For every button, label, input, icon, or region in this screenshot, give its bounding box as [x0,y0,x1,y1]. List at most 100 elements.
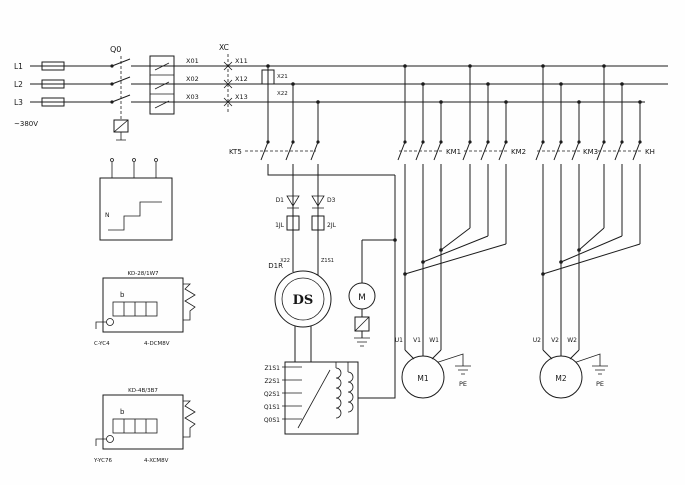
bus-lines [30,65,668,103]
power-input: L1 L2 L3 ~380V [14,61,668,128]
junction-dot [486,82,490,86]
pe2-ground-symbol [592,365,608,375]
jl1-label: 1JL [275,222,285,229]
pump-device-box [354,316,370,332]
motor-m2: U2 V2 W2 M2 PE [533,337,608,399]
m2-terminal-w2: W2 [567,337,577,344]
pe1-wire [437,353,464,366]
ds-wire-right-label: Z1S1 [321,258,334,264]
terminal-circle [132,158,136,162]
junction-dot [110,64,114,68]
kt-wires [260,84,395,275]
km3-branch: KM3 [535,64,598,360]
contact-dot [602,140,606,144]
jl2-label: 2JL [327,222,337,229]
rectifier-device-1: KD-28/1W7 b C-YC4 4-DCM8V [94,271,196,347]
motor-m2-circle [539,355,583,399]
km1-branch: KM1 [397,64,461,360]
fuse-symbol [41,79,65,89]
terminal-x11: X11 [235,57,248,65]
rectifier1-bottom-right: 4-DCM8V [144,341,170,347]
junction-dot [559,82,563,86]
m1-terminal-w1: W1 [429,337,439,344]
motor-m2-label: M2 [555,374,566,383]
voltage-label: ~380V [14,120,38,128]
kt-contactor: KT5 [229,82,395,275]
ds-wire-left-label: X22 [280,258,290,264]
km3-label: KM3 [583,148,598,156]
contact-dot [316,140,320,144]
pe1-label: PE [459,380,467,388]
connector-cross-marks [223,61,233,107]
terminal-x12: X12 [235,75,248,83]
tap-label-3: Q2S1 [264,391,280,398]
contact-dot [577,140,581,144]
contact-dot [486,140,490,144]
pump-motor: M [348,238,397,347]
fuse-symbol [41,61,65,71]
rectifier2-box [102,394,184,450]
rectifier1-title: KD-28/1W7 [127,271,159,277]
contact-dot [468,140,472,144]
rectifier2-bottom-right: 4-XCM8V [144,458,169,464]
contact-dot [266,140,270,144]
rectifier1-terminal-lead [95,321,107,329]
pump-feed-wires [361,239,395,338]
contact-dot [403,140,407,144]
rectifier1-terminal-circle [106,318,114,326]
ds-outer-circle [274,270,332,328]
km2-label: KM2 [511,148,526,156]
km1-wires [397,66,442,360]
terminal-x22: X22 [277,91,288,97]
contact-dot [504,140,508,144]
rectifier2-resistor [183,400,196,438]
km2-branch: KM2 [403,64,526,276]
km3-wires [535,66,580,360]
d1r-label: D1R [268,262,283,270]
switch-detail-box: N [99,158,173,241]
junction-dot [316,100,320,104]
ds-inner-circle [281,277,325,321]
ground-symbol [354,337,370,347]
junction-dot [421,82,425,86]
junction-dot [504,100,508,104]
phase-label-l3: L3 [14,98,23,107]
rectifier1-row-dividers [123,302,147,316]
kh-branch: KH [541,64,655,276]
rectifier1-box [102,277,184,333]
kh-label: KH [645,148,655,156]
tap-label-1: Z1S1 [264,365,280,372]
rectifier2-terminal-circle [106,435,114,443]
q0-label: Q0 [110,45,121,54]
detail-box [99,177,173,241]
junction-dot [602,64,606,68]
junction-dot [403,64,407,68]
pe2-wire [575,353,601,366]
contact-dot [638,140,642,144]
contact-dot [439,140,443,144]
pump-device-diagonal [354,316,370,332]
rectifier-device-2: KD-4B/3B7 b Y-YC76 4-XCM8V [93,388,196,464]
contact-dot [541,140,545,144]
diode-d1-symbol [286,195,300,209]
breaker-block: X01 X02 X03 [149,55,199,115]
rectifier1-resistor [183,283,196,321]
junction-dot [266,64,270,68]
selector-feed-wire [358,175,396,399]
rectifier1-b-label: b [120,291,125,299]
tap-selector: Z1S1 Z2S1 Q2S1 Q1S1 Q0S1 [264,175,396,435]
terminal-x03: X03 [186,93,199,101]
junction-dot [620,82,624,86]
junction-dot [110,82,114,86]
contact-dot [620,140,624,144]
junction-dot [421,260,425,264]
terminal-circle [154,158,158,162]
jl2-fuse-box [311,215,325,231]
terminal-x21: X21 [277,74,288,80]
selector-box [284,361,359,435]
phase-label-l2: L2 [14,80,23,89]
pump-motor-circle [348,282,376,310]
junction-dot [439,100,443,104]
junction-dot [541,64,545,68]
